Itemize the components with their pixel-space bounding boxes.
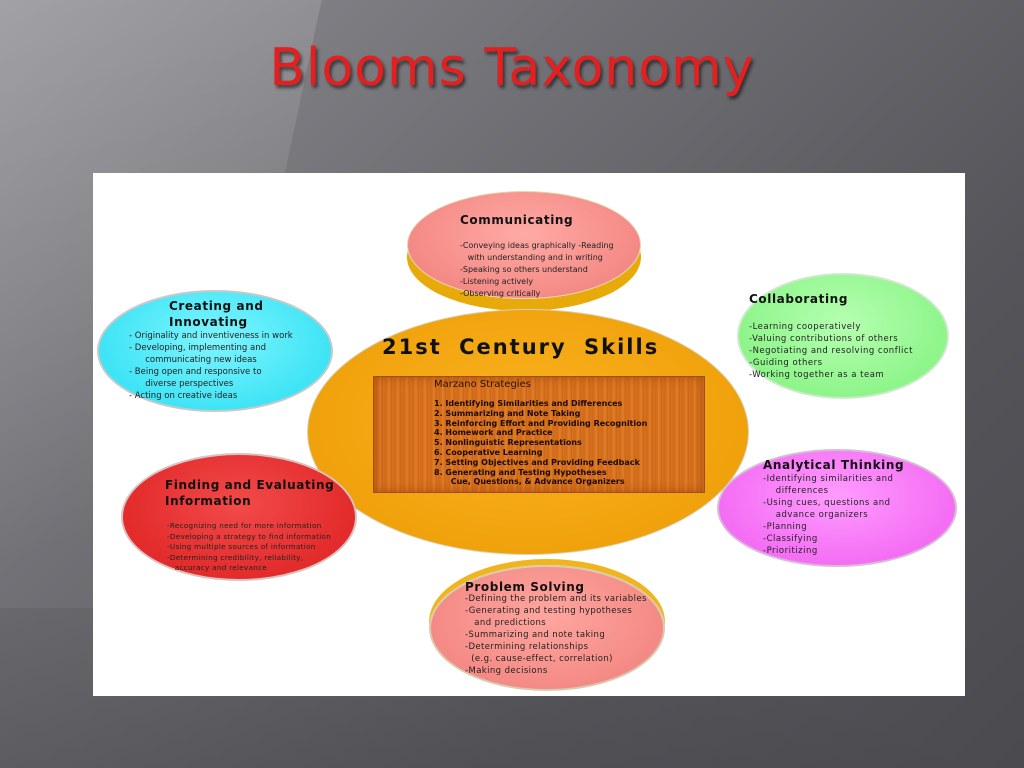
list-item: -Speaking so others understand	[460, 265, 588, 274]
creating-list: - Originality and inventiveness in work -…	[129, 330, 293, 402]
list-item: -Observing critically	[460, 289, 541, 298]
list-item: -Using cues, questions and	[763, 498, 891, 508]
list-item: communicating new ideas	[129, 355, 257, 365]
problem-list: -Defining the problem and its variables -…	[465, 593, 647, 677]
list-item: - Acting on creative ideas	[129, 391, 238, 401]
creating-title-line2: Innovating	[169, 315, 248, 329]
list-item: -Making decisions	[465, 666, 548, 676]
list-item: -Developing a strategy to find informati…	[167, 531, 332, 541]
skills-diagram: Communicating -Conveying ideas graphical…	[93, 173, 965, 696]
list-item: advance organizers	[763, 510, 869, 520]
analytical-list: -Identifying similarities and difference…	[763, 473, 893, 557]
list-item: and predictions	[465, 618, 547, 628]
collaborating-list: -Learning cooperatively -Valuing contribu…	[749, 321, 913, 381]
list-item: -Prioritizing	[763, 546, 818, 556]
list-item: - Developing, implementing and	[129, 343, 267, 353]
list-item: accuracy and relevance	[167, 563, 268, 572]
creating-bubble: Creating and Innovating - Originality an…	[97, 290, 333, 412]
finding-title: Finding and Evaluating Information	[165, 477, 334, 509]
list-item: -Learning cooperatively	[749, 322, 861, 332]
list-item: 8. Generating and Testing Hypotheses	[434, 467, 607, 477]
finding-list: -Recognizing need for more information-D…	[167, 521, 331, 574]
list-item: -Generating and testing hypotheses	[465, 606, 633, 616]
list-item: Cue, Questions, & Advance Organizers	[434, 477, 625, 487]
finding-bubble: Finding and Evaluating Information -Reco…	[121, 453, 357, 581]
list-item: -Conveying ideas graphically -Reading	[460, 241, 614, 250]
problem-bubble: Problem Solving -Defining the problem an…	[429, 565, 665, 691]
collaborating-title: Collaborating	[749, 292, 849, 306]
marzano-box: Marzano Strategies 1. Identifying Simila…	[373, 376, 705, 493]
list-item: 3. Reinforcing Effort and Providing Reco…	[434, 418, 648, 428]
list-item: -Recognizing need for more information	[167, 521, 322, 530]
list-item: -Defining the problem and its variables	[465, 594, 647, 604]
list-item: - Being open and responsive to	[129, 367, 262, 377]
list-item: - Originality and inventiveness in work	[129, 331, 293, 341]
list-item: -Listening actively	[460, 277, 534, 286]
list-item: -Valuing contributions of others	[749, 334, 899, 344]
center-title: 21st Century Skills	[382, 335, 660, 359]
list-item: (e.g. cause-effect, correlation)	[465, 654, 613, 664]
marzano-title: Marzano Strategies	[434, 379, 531, 390]
list-item: -Identifying similarities and	[763, 474, 894, 484]
list-item: -Negotiating and resolving conflict	[749, 346, 913, 356]
list-item: 5. Nonlinguistic Representations	[434, 438, 582, 448]
list-item: 6. Cooperative Learning	[434, 447, 543, 457]
collaborating-bubble: Collaborating -Learning cooperatively -Va…	[737, 273, 949, 399]
list-item: -Guiding others	[749, 358, 823, 368]
list-item: -Summarizing and note taking	[465, 630, 606, 640]
list-item: with understanding and in writing	[460, 253, 603, 262]
creating-title: Creating and Innovating	[169, 298, 264, 330]
finding-title-line2: Information	[165, 494, 252, 508]
slide-title: Blooms Taxonomy	[269, 38, 755, 98]
list-item: 1. Identifying Similarities and Differen…	[434, 399, 623, 408]
list-item: 4. Homework and Practice	[434, 428, 553, 438]
list-item: -Planning	[763, 522, 808, 532]
list-item: diverse perspectives	[129, 379, 234, 389]
list-item: -Classifying	[763, 534, 818, 544]
list-item: 2. Summarizing and Note Taking	[434, 408, 581, 418]
list-item: 7. Setting Objectives and Providing Feed…	[434, 457, 640, 467]
marzano-list: 1. Identifying Similarities and Differen…	[434, 399, 647, 487]
communicating-list: -Conveying ideas graphically -Reading wi…	[460, 240, 614, 300]
finding-title-line1: Finding and Evaluating	[165, 478, 335, 492]
analytical-title: Analytical Thinking	[763, 458, 905, 472]
list-item: -Determining relationships	[465, 642, 589, 652]
analytical-bubble: Analytical Thinking -Identifying similar…	[717, 449, 957, 567]
list-item: -Using multiple sources of information	[167, 542, 316, 551]
communicating-bubble: Communicating -Conveying ideas graphical…	[407, 191, 641, 299]
list-item: -Determining credibility, reliability,	[167, 552, 304, 562]
problem-title: Problem Solving	[465, 580, 585, 594]
list-item: differences	[763, 486, 829, 496]
communicating-title: Communicating	[460, 213, 574, 227]
list-item: -Working together as a team	[749, 370, 885, 380]
creating-title-line1: Creating and	[169, 299, 264, 313]
